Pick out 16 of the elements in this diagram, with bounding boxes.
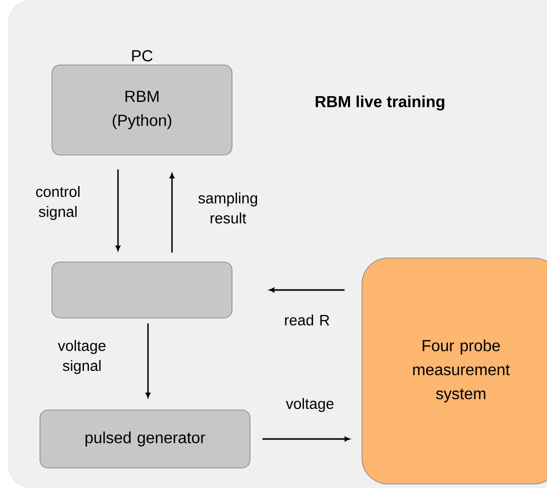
process-box: pulsed generator	[40, 410, 250, 468]
edge-label: control signal	[36, 186, 80, 220]
node-label: PC	[132, 50, 153, 62]
arrow	[262, 436, 350, 442]
title: RBM live training	[316, 96, 444, 110]
arrow	[269, 288, 345, 292]
arrow	[170, 173, 174, 253]
arrow	[116, 169, 120, 251]
edge-label: voltage	[286, 398, 334, 412]
edge-label: read R	[285, 314, 330, 326]
system-box: Four probe measurement system	[362, 258, 547, 484]
edge-label: voltage signal	[58, 340, 106, 374]
process-box	[52, 262, 232, 318]
edge-label: sampling result	[198, 192, 258, 224]
arrow	[146, 323, 150, 398]
process-box: PC RBM (Python)	[52, 50, 232, 156]
